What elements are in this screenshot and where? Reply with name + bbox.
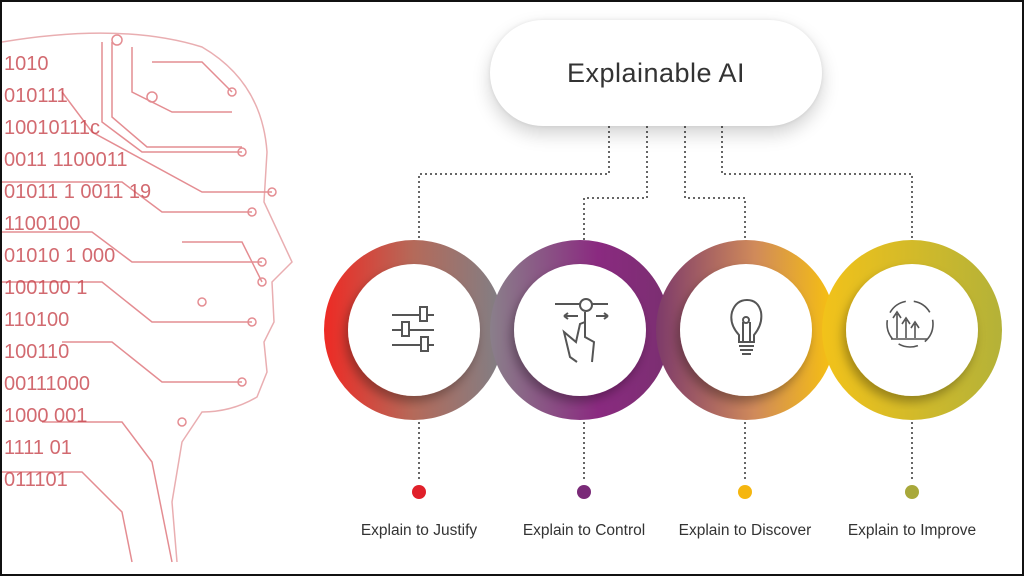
step-dot [738, 485, 752, 499]
binary-line: 010111 [4, 85, 68, 107]
step-dot [577, 485, 591, 499]
binary-line: 1010 [4, 53, 49, 75]
binary-digits: 1010 010111 10010111c 0011 1100011 01011 1 0… [4, 53, 151, 491]
binary-line: 1100100 [4, 213, 80, 235]
page-title: Explainable AI [566, 57, 746, 88]
step-label: Explain to Improve [847, 522, 977, 539]
binary-line: 10010111c [4, 117, 100, 139]
circuit-head-illustration [2, 32, 293, 563]
binary-line: 01011 1 0011 19 [4, 181, 151, 203]
binary-line: 011101 [4, 469, 68, 491]
step-dot [412, 485, 426, 499]
sliders-icon [392, 306, 434, 352]
binary-line: 0011 1100011 [4, 149, 127, 171]
binary-line: 00111000 [4, 373, 90, 395]
binary-line: 1000 001 [4, 405, 87, 427]
binary-line: 110100 [4, 309, 69, 331]
step-label: Explain to Control [522, 522, 646, 539]
binary-line: 1111 01 [4, 437, 72, 459]
lightbulb-icon [730, 298, 763, 355]
step-dot [905, 485, 919, 499]
step-label: Explain to Justify [360, 522, 478, 539]
step-label: Explain to Discover [678, 522, 812, 539]
growth-cycle-icon [886, 300, 934, 348]
swipe-hand-icon [555, 298, 609, 363]
dotted-connectors [418, 126, 913, 482]
binary-line: 100100 1 [4, 277, 87, 299]
binary-line: 100110 [4, 341, 69, 363]
binary-line: 01010 1 000 [4, 245, 115, 267]
title-pill: Explainable AI [490, 20, 822, 126]
